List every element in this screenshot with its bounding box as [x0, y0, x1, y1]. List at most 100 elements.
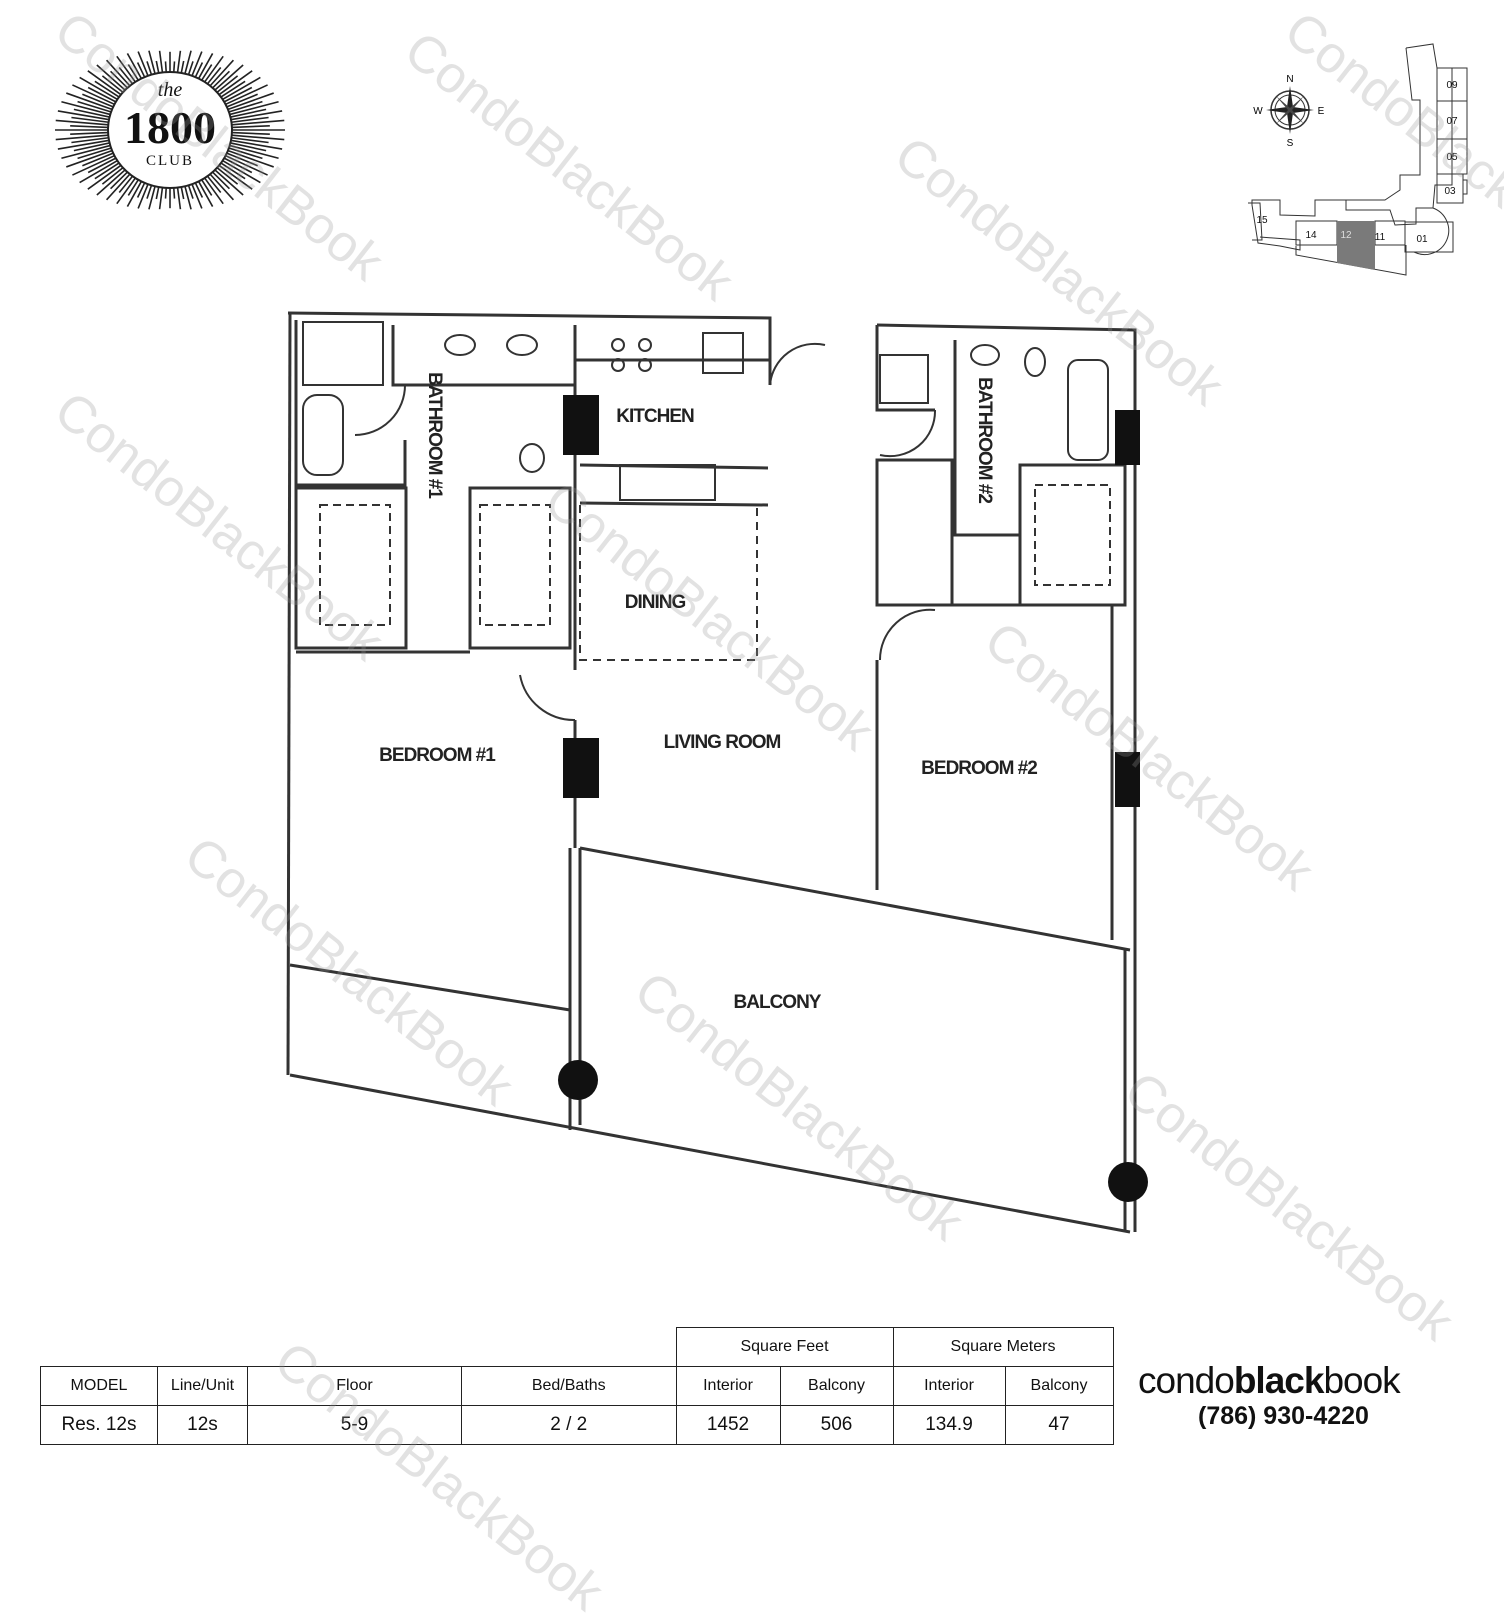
logo-club: CLUB [145, 153, 194, 169]
sunburst-ray [79, 158, 121, 184]
sunburst-ray [215, 70, 253, 98]
value-sqm-balcony: 47 [1004, 1405, 1114, 1445]
sunburst-ray [205, 59, 235, 91]
sunburst-ray [87, 162, 125, 190]
sunburst-ray [73, 142, 111, 152]
value-sqm-interior: 134.9 [892, 1405, 1006, 1445]
header-sqm-interior: Interior [892, 1366, 1006, 1406]
unit-15: 15 [1256, 215, 1268, 226]
sunburst-ray [226, 149, 274, 168]
sunburst-ray [224, 93, 258, 109]
sunburst-ray [205, 169, 235, 201]
sunburst-ray [71, 116, 109, 124]
sunburst-ray [61, 144, 112, 159]
logo-number: 1800 [124, 102, 216, 153]
sunburst-ray [96, 64, 130, 94]
header-square-meters: Square Meters [892, 1327, 1114, 1367]
value-sqft-interior: 1452 [675, 1405, 781, 1445]
sunburst-ray [221, 86, 253, 104]
unit-09: 09 [1446, 80, 1458, 91]
unit-03: 03 [1444, 186, 1456, 197]
compass-n: N [1286, 74, 1293, 85]
floor-plan: KITCHEN DINING LIVING ROOM BEDROOM #1 BE… [286, 311, 1148, 1234]
sunburst-ray [228, 144, 279, 159]
value-bed-baths: 2 / 2 [461, 1405, 677, 1445]
sunburst-ray [223, 154, 268, 176]
sunburst-ray [94, 160, 123, 180]
sunburst-ray [77, 100, 113, 113]
value-sqft-balcony: 506 [779, 1405, 894, 1445]
the-1800-club-logo: the 1800 CLUB [50, 35, 290, 220]
room-label-balcony: BALCONY [734, 992, 822, 1013]
unit-spec-table: Square Feet Square Meters MODEL Line/Uni… [40, 1327, 1114, 1445]
room-label-bathroom-1: BATHROOM #1 [424, 372, 445, 499]
sunburst-ray [87, 70, 125, 98]
condoblackbook-logo: condoblackbook [1138, 1360, 1401, 1401]
sunburst-ray [231, 119, 285, 126]
logo-circle [107, 71, 233, 189]
unit-05: 05 [1446, 152, 1458, 163]
sunburst-ray [79, 76, 121, 102]
sunburst-ray [105, 59, 135, 91]
header-sqft-balcony: Balcony [779, 1366, 894, 1406]
sunburst-ray [231, 136, 269, 144]
building-keyplan: N S E W 09 07 05 03 15 14 [1240, 40, 1490, 280]
sunburst-ray [217, 160, 246, 180]
sunburst-ray [231, 125, 270, 129]
columns [558, 395, 1148, 1202]
header-sqm-balcony: Balcony [1004, 1366, 1114, 1406]
sunburst-ray [231, 131, 270, 135]
header-model: MODEL [40, 1366, 158, 1406]
sunburst-ray [217, 80, 246, 100]
sunburst-ray [230, 110, 283, 121]
sunburst-ray [210, 64, 244, 94]
sunburst-ray [57, 139, 110, 150]
sunburst-ray [82, 151, 116, 167]
unit-07: 07 [1446, 116, 1458, 127]
sunburst-ray [77, 147, 113, 160]
sunburst-ray [226, 92, 274, 111]
header-line-unit: Line/Unit [157, 1366, 248, 1406]
sunburst-ray [229, 108, 267, 118]
sunburst-ray [66, 149, 114, 168]
sunburst-ray [82, 93, 116, 109]
sunburst-ray [70, 125, 109, 129]
sunburst-ray [219, 76, 261, 102]
compass-e: E [1318, 106, 1325, 117]
unit-highlight [1337, 221, 1375, 270]
sunburst-ray [87, 156, 119, 174]
sunburst-ray [227, 100, 263, 113]
unit-12: 12 [1340, 230, 1352, 241]
compass-rose-icon: N S E W [1253, 74, 1324, 149]
sunburst-ray [61, 101, 112, 116]
sunburst-logo-graphic [55, 50, 285, 210]
sunburst-ray [230, 139, 283, 150]
sunburst-ray [57, 110, 110, 121]
sunburst-ray [210, 166, 244, 196]
fixtures [302, 321, 1046, 722]
room-label-kitchen: KITCHEN [616, 406, 694, 427]
compass-w: W [1253, 106, 1263, 117]
sunburst-ray [66, 92, 114, 111]
compass-s: S [1287, 138, 1294, 149]
header-bed-baths: Bed/Baths [461, 1366, 677, 1406]
sunburst-ray [105, 169, 135, 201]
value-model: Res. 12s [40, 1405, 158, 1445]
room-label-bedroom-2: BEDROOM #2 [921, 758, 1037, 779]
unit-11: 11 [1375, 232, 1386, 243]
room-label-dining: DINING [625, 592, 686, 613]
unit-01: 01 [1416, 234, 1428, 245]
sunburst-ray [73, 108, 111, 118]
value-line-unit: 12s [157, 1405, 248, 1445]
logo-the: the [157, 79, 183, 101]
header-floor: Floor [247, 1366, 462, 1406]
sunburst-ray [215, 162, 253, 190]
sunburst-ray [96, 166, 130, 196]
sunburst-ray [55, 119, 109, 126]
sunburst-ray [72, 84, 117, 106]
sunburst-ray [228, 101, 279, 116]
sunburst-ray [71, 136, 109, 144]
sunburst-ray [55, 134, 109, 141]
sunburst-ray [231, 116, 269, 124]
room-label-living-room: LIVING ROOM [664, 732, 781, 753]
